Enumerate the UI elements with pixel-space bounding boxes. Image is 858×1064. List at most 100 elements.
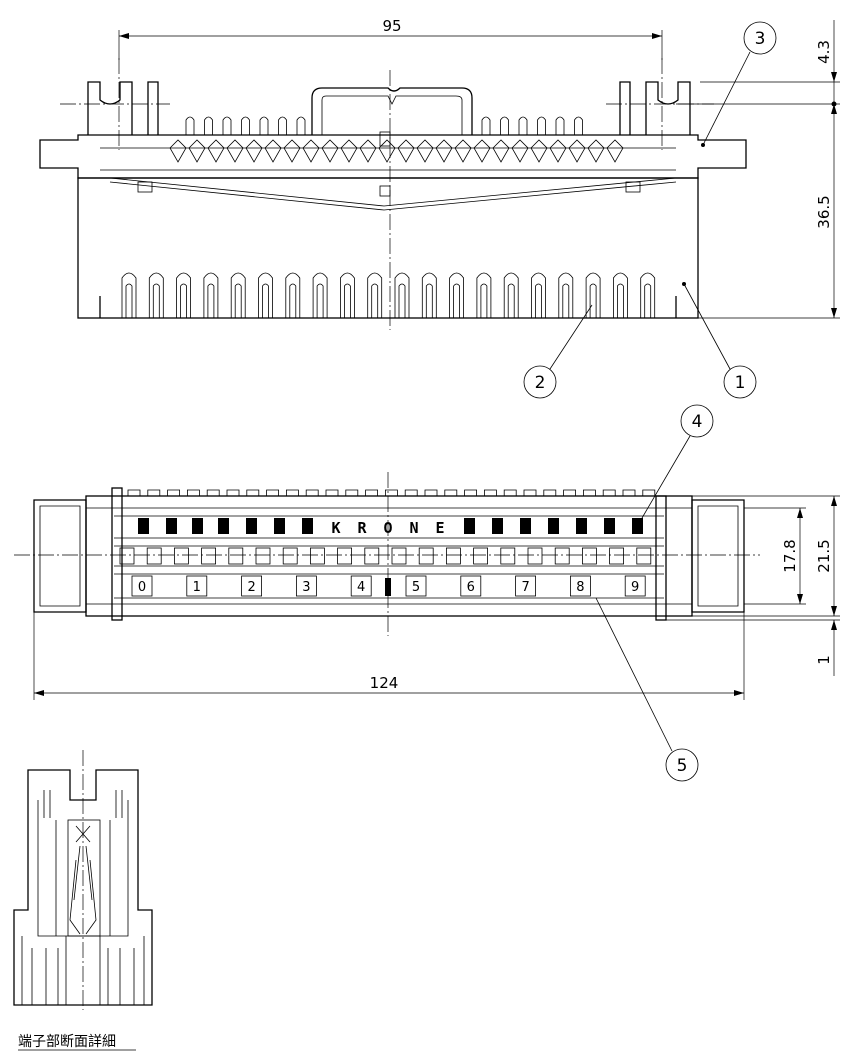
callout-1: 1: [682, 282, 757, 399]
contact-square: [632, 518, 643, 534]
section-caption: 端子部断面詳細: [18, 1034, 116, 1050]
comb-finger-inner: [316, 283, 324, 318]
pair-box: [515, 575, 536, 597]
dimension-label-95: 95: [382, 17, 401, 35]
svg-text:21.5: 21.5: [815, 539, 833, 572]
diamond: [511, 139, 529, 163]
bump: [404, 489, 418, 496]
brand-letter: N: [409, 519, 418, 537]
diamond: [587, 139, 605, 163]
brand-letter: E: [435, 519, 444, 537]
contact-square: [576, 518, 587, 534]
tooth: [296, 116, 306, 135]
callout-5: 5: [595, 597, 699, 782]
diamond: [264, 139, 282, 163]
diamond: [568, 139, 586, 163]
bump: [503, 489, 517, 496]
terminal-section-detail: [13, 750, 153, 1010]
contact-square: [464, 518, 475, 534]
mid-cell: [582, 547, 597, 565]
mid-cell: [609, 547, 624, 565]
diamond: [416, 139, 434, 163]
svg-text:3: 3: [755, 29, 766, 49]
comb-finger: [148, 272, 164, 318]
diamond: [530, 139, 548, 163]
comb-finger: [340, 272, 355, 318]
tooth: [518, 116, 528, 135]
contact-square: [166, 518, 177, 534]
mid-cell: [201, 547, 217, 565]
tooth: [537, 116, 546, 135]
comb-finger: [476, 272, 492, 318]
plan-top-bumps: [127, 489, 656, 496]
bump: [305, 489, 319, 496]
comb-finger: [230, 272, 246, 318]
comb-finger-inner: [644, 283, 652, 318]
svg-text:124: 124: [370, 674, 399, 692]
comb-finger-inner: [289, 283, 297, 318]
left-latch: [87, 81, 133, 135]
diamond: [340, 139, 358, 163]
comb-finger: [613, 272, 628, 318]
mid-cell: [636, 547, 652, 565]
bump: [385, 489, 398, 496]
brand-letter: K: [331, 519, 340, 537]
mid-cell: [527, 547, 543, 565]
mid-cell: [255, 547, 271, 565]
diamond: [321, 139, 339, 163]
bump: [543, 489, 557, 496]
pair-box: [405, 575, 427, 597]
front-flange: [39, 134, 747, 179]
bump: [602, 489, 616, 496]
bump: [147, 489, 161, 496]
bump: [622, 489, 636, 496]
tooth: [278, 116, 287, 135]
front-view: [39, 58, 747, 330]
pair-number: 7: [521, 580, 529, 595]
callout-3: 3: [701, 21, 777, 147]
pair-number: 2: [247, 580, 255, 595]
mid-cell: [119, 547, 135, 565]
contact-square: [520, 518, 531, 534]
contact-square: [492, 518, 503, 534]
pair-box: [186, 575, 208, 597]
bump: [583, 489, 596, 496]
contact-square: [302, 518, 313, 534]
comb-finger-inner: [371, 283, 379, 318]
brand-letter: R: [357, 519, 367, 537]
dimension-17-8: 17.8: [744, 507, 806, 605]
diamond: [454, 139, 472, 163]
callout-4: 4: [641, 404, 714, 519]
pair-box: [350, 575, 372, 597]
pair-number: 0: [138, 580, 146, 595]
comb-finger-inner: [207, 283, 215, 318]
comb-finger: [640, 272, 656, 318]
comb-finger-inner: [234, 283, 242, 318]
dimension-1: 1: [666, 619, 840, 676]
contact-diamonds: [169, 139, 624, 163]
comb-finger: [258, 272, 273, 318]
comb-finger: [176, 272, 191, 318]
tooth: [241, 116, 250, 135]
tooth: [574, 116, 583, 135]
tooth: [204, 116, 213, 135]
comb-finger-inner: [480, 283, 488, 318]
bump: [642, 489, 656, 496]
comb-finger-inner: [125, 283, 133, 318]
contact-markers: [138, 518, 643, 534]
contact-teeth-top: [185, 116, 583, 135]
bump: [187, 489, 200, 496]
left-end-cap: [33, 499, 87, 613]
front-body-outline: [77, 177, 699, 319]
bump: [444, 489, 458, 496]
pair-box: [241, 575, 263, 597]
contact-square: [192, 518, 203, 534]
tooth: [185, 116, 195, 135]
mid-cell: [282, 547, 298, 565]
diamond: [378, 139, 396, 163]
comb-finger-inner: [589, 283, 597, 318]
plan-body: [85, 495, 693, 617]
contact-square: [246, 518, 257, 534]
diamond: [188, 139, 206, 163]
